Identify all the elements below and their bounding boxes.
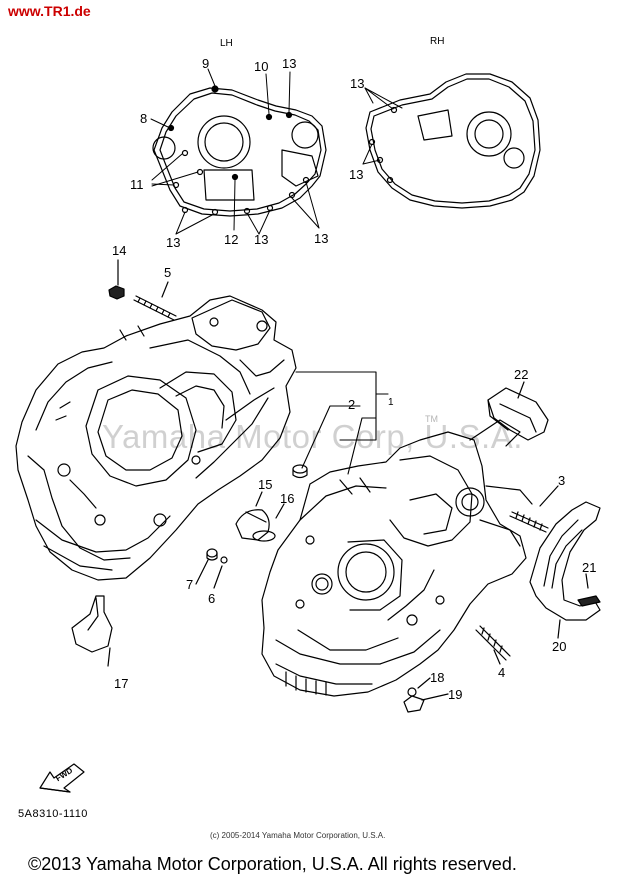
callout-14: 14 [112,243,127,258]
part-22-bracket [470,382,548,446]
callout-3: 3 [558,473,566,488]
callout-4: 4 [498,665,506,680]
part-7-dowel [196,549,217,584]
callout-21: 21 [582,560,597,575]
lh-crankcase [16,296,296,580]
callout-15: 15 [258,477,273,492]
callout-8: 8 [140,111,148,126]
part-15-plug [236,492,269,540]
callout-9: 9 [202,56,210,71]
callout-18: 18 [430,670,445,685]
rh-label: RH [430,36,445,47]
callout-22: 22 [514,367,529,382]
part-16-oring [253,504,284,541]
callout-16: 16 [280,491,295,506]
callout-13: 13 [166,235,181,250]
lh-label: LH [220,38,233,49]
part-14-nut [109,260,124,299]
callout-13: 13 [350,76,365,91]
diagram-code: 5A8310-1110 [18,808,88,820]
callout-5: 5 [164,265,172,280]
callout-10: 10 [254,59,269,74]
part-21-screw [578,574,600,606]
footer-copyright: ©2013 Yamaha Motor Corporation, U.S.A. A… [28,854,517,874]
callout-12: 12 [224,232,239,247]
callout-11: 11 [130,177,144,192]
callout-7: 7 [186,577,194,592]
callout-13: 13 [254,232,269,247]
callout-13: 13 [314,231,329,246]
rh-gasket [366,74,540,208]
part-18-bolt [408,678,430,696]
part-1-bracket [296,372,388,474]
callout-1: 1 [388,397,394,408]
part-4-stud [476,626,510,664]
callout-2: 2 [348,397,356,412]
rh-crankcase [262,432,532,696]
part-3-stud [510,486,558,532]
part-17-breather [72,596,112,666]
callout-13: 13 [282,56,297,71]
callout-6: 6 [208,591,216,606]
upper-leaders [151,69,402,234]
part-2-dowel [293,465,307,478]
part-6-oring [214,557,227,588]
callout-20: 20 [552,639,567,654]
small-copyright: (c) 2005-2014 Yamaha Motor Corporation, … [210,831,386,840]
callout-19: 19 [448,687,463,702]
part-19-washer [404,694,448,712]
fwd-arrow-icon [40,764,84,792]
trademark: TM [425,414,438,424]
site-link[interactable]: www.TR1.de [8,3,91,19]
watermark: Yamaha Motor Corp, U.S.A. [102,418,523,455]
part-20-guide [530,502,600,638]
callout-13: 13 [349,167,364,182]
callout-17: 17 [114,676,129,691]
part-5-stud [134,282,176,320]
lh-gasket [153,86,326,216]
